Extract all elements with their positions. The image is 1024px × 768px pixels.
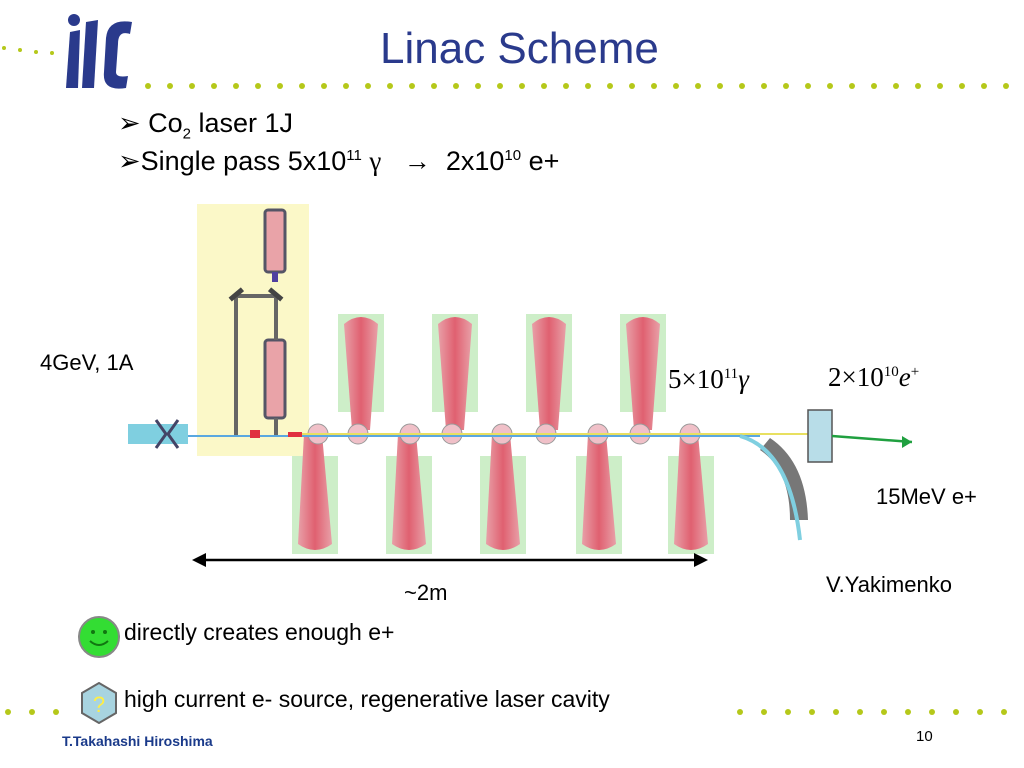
interaction-point (288, 432, 302, 437)
superscript: 10 (504, 147, 522, 164)
beam-energy-label: 4GeV, 1A (40, 350, 134, 375)
page-title: Linac Scheme (380, 24, 659, 73)
page-number: 10 (916, 728, 933, 745)
length-label: ~2m (404, 580, 448, 605)
math-symbol: γ (738, 364, 749, 394)
legend-text-question: high current e- source, regenerative las… (124, 686, 610, 712)
bullet-text: Single pass 5x10 (140, 146, 347, 176)
bullet-text: Co (148, 108, 183, 138)
interaction-point (250, 430, 260, 438)
legend-text-positive: directly creates enough e+ (124, 619, 395, 645)
math-text: 5×10 (668, 364, 724, 394)
positron-arrow-icon (902, 436, 912, 448)
credit-label: V.Yakimenko (826, 572, 952, 597)
bullet-text: 2x10 (445, 146, 505, 176)
math-symbol: e (898, 362, 911, 392)
superscript: 11 (723, 366, 739, 382)
ilc-logo (62, 8, 142, 90)
bullet-arrow-icon: ➢ (118, 108, 141, 138)
footer-author: T.Takahashi Hiroshima (62, 733, 213, 749)
bullet-arrow-icon: ➢ (118, 146, 141, 176)
smiley-icon (78, 616, 120, 658)
positron-energy-label: 15MeV e+ (876, 484, 977, 509)
focusing-lens (154, 419, 180, 449)
laser-amplifier-bottom (263, 338, 287, 420)
math-text: 2×10 (828, 362, 884, 392)
arrow-icon: → (403, 146, 431, 176)
gamma-count-label: 5×1011γ (668, 364, 749, 395)
laser-focus-beams (298, 317, 708, 550)
laser-cavity-box (197, 204, 309, 456)
mirror (228, 287, 245, 302)
superscript: 11 (346, 147, 362, 164)
superscript: 10 (883, 364, 899, 380)
laser-amplifier-top (263, 208, 287, 274)
question-glyph: ? (93, 692, 105, 717)
question-icon: ? (78, 681, 120, 725)
superscript: + (910, 364, 920, 380)
cavity-path (234, 294, 278, 436)
bullet-single-pass: ➢Single pass 5x1011 γ → 2x1010 e+ (118, 146, 559, 177)
bullet-laser: ➢ Co2 laser 1J (118, 108, 293, 142)
bullet-text: laser 1J (191, 108, 294, 138)
mirror (272, 272, 278, 282)
electron-beam-input (128, 424, 188, 444)
bent-electron-beam (739, 434, 802, 541)
subscript: 2 (182, 125, 191, 143)
gamma-symbol: γ (369, 146, 382, 176)
mirror (267, 287, 284, 302)
conversion-target (807, 409, 833, 463)
positron-beam (831, 434, 913, 444)
bullet-text: e+ (521, 146, 560, 176)
ilc-logo-graphic (66, 14, 132, 89)
positron-count-label: 2×1010e+ (828, 362, 919, 393)
